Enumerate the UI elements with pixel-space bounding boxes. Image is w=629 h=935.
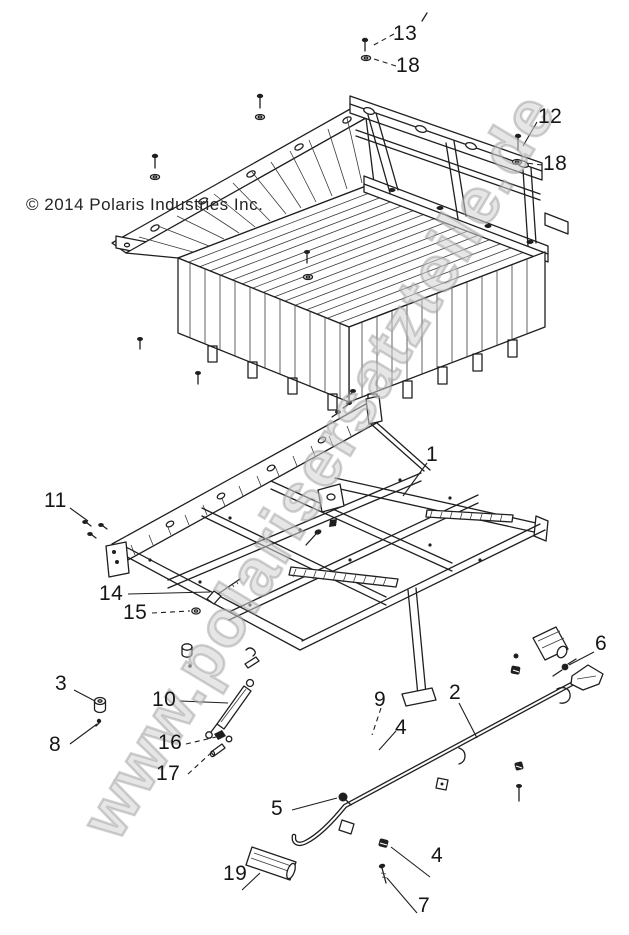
callout-3: 3 (55, 672, 68, 695)
callout-17: 17 (156, 762, 181, 785)
callout-18a: 18 (396, 54, 421, 77)
callout-18b: 18 (543, 152, 568, 175)
callout-10: 10 (152, 688, 177, 711)
rivet-dots (148, 478, 482, 607)
callout-13: 13 (393, 22, 418, 45)
rail-holes (150, 116, 352, 233)
latch-rod-drawing (294, 627, 603, 844)
callout-12: 12 (538, 105, 563, 128)
callout-1: 1 (426, 443, 439, 466)
callout-6: 6 (595, 632, 608, 655)
callout-9: 9 (374, 688, 387, 711)
callout-7: 7 (418, 894, 431, 917)
bolt-and-nut-drawing (192, 579, 240, 614)
gas-strut-drawing (95, 644, 260, 757)
grip-and-fasteners-drawing (246, 838, 389, 883)
callout-8: 8 (49, 733, 62, 756)
callout-11: 11 (44, 489, 67, 512)
callout-2: 2 (449, 681, 462, 704)
frame-drawing (82, 389, 548, 706)
callout-5: 5 (271, 797, 284, 820)
callout-15: 15 (123, 601, 148, 624)
clip-fasteners-11 (82, 520, 107, 538)
callout-4b: 4 (431, 844, 444, 867)
fastener-screws-washers (151, 13, 522, 180)
leader-lines (70, 34, 594, 913)
callout-19: 19 (223, 862, 248, 885)
callout-14: 14 (99, 582, 124, 605)
cargo-box-drawing (112, 96, 568, 411)
callout-16: 16 (158, 731, 183, 754)
copyright-text: © 2014 Polaris Industries Inc. (26, 195, 264, 214)
callout-4a: 4 (395, 716, 408, 739)
screw-icon (137, 250, 313, 384)
